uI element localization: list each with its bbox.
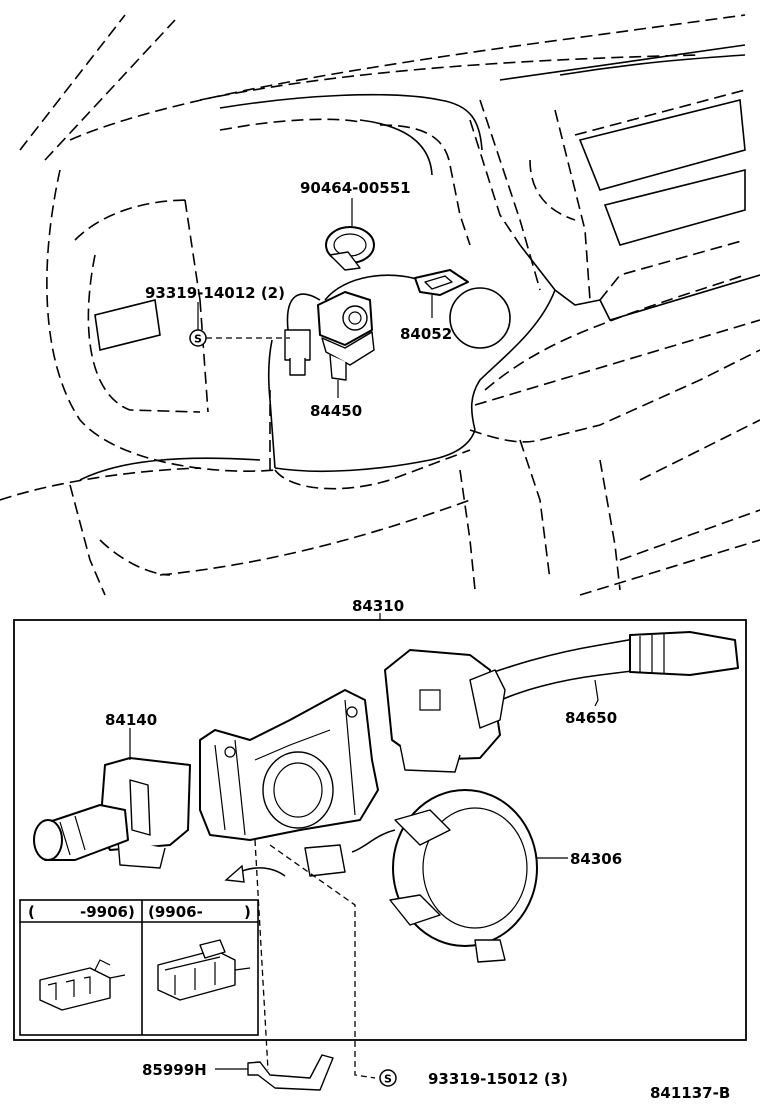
s-mark-upper: S: [194, 333, 202, 346]
bolt-symbol-upper: S: [189, 329, 207, 347]
inset-connector-variants: ( -9906) (9906- ): [19, 899, 259, 1036]
label-84450: 84450: [310, 402, 362, 420]
s-mark-lower: S: [384, 1073, 392, 1086]
bolt-symbol-lower: S: [379, 1069, 397, 1087]
label-90464-00551: 90464-00551: [300, 179, 411, 197]
turn-signal-switch-84140: [33, 757, 191, 869]
inset-right-range: (9906-: [148, 903, 203, 921]
label-84650: 84650: [565, 709, 617, 727]
immobiliser-coil-84450: [284, 274, 421, 381]
label-84140: 84140: [105, 711, 157, 729]
dash-93319-lower: [269, 844, 376, 1079]
switch-bracket: [199, 689, 379, 841]
clamp-90464: [325, 226, 375, 271]
inset-left-open: (: [28, 903, 35, 921]
label-84052: 84052: [400, 325, 452, 343]
spiral-cable-84306: [304, 789, 538, 963]
wiper-switch-84650: [384, 631, 739, 773]
label-93319-14012: 93319-14012 (2): [145, 284, 285, 302]
inset-right-close: ): [244, 903, 251, 921]
diagram-reference-code: 841137-B: [650, 1084, 730, 1102]
leader-84650: [594, 679, 599, 707]
assembly-frame: [13, 619, 747, 1041]
bracket-85999h: [247, 1054, 334, 1091]
connector-84052: [414, 269, 469, 296]
label-85999h: 85999H: [142, 1061, 207, 1079]
dash-85999: [254, 839, 269, 1071]
label-93319-15012: 93319-15012 (3): [428, 1070, 568, 1088]
inset-left-range: -9906): [80, 903, 135, 921]
label-84310: 84310: [352, 597, 404, 615]
label-84306: 84306: [570, 850, 622, 868]
dashboard-outline: [0, 14, 760, 596]
